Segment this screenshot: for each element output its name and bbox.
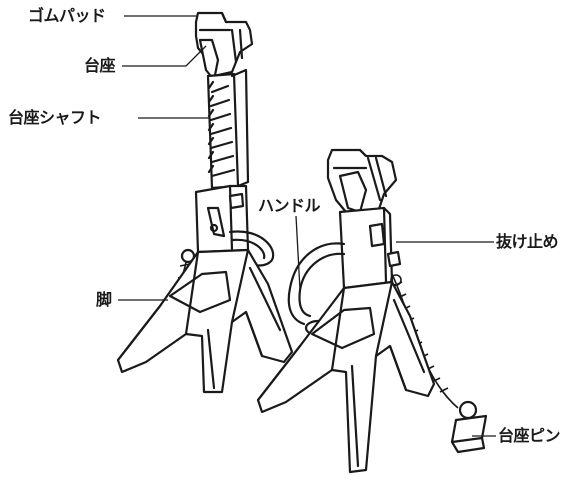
- label-leg: 脚: [96, 290, 112, 309]
- left-leg: [116, 248, 294, 394]
- leader-lines: [118, 15, 496, 437]
- label-saddle: 台座: [84, 56, 116, 75]
- right-saddle: [338, 170, 368, 214]
- right-lock-release: [386, 250, 402, 268]
- label-handle: ハンドル: [258, 196, 321, 215]
- label-rubber-pad: ゴムパッド: [28, 6, 106, 25]
- right-saddle-pin: [450, 400, 488, 454]
- label-saddle-pin: 台座ピン: [498, 426, 561, 445]
- right-jack-stand: [256, 148, 488, 474]
- left-jack-stand: [116, 11, 294, 394]
- label-saddle-shaft: 台座シャフト: [8, 108, 102, 127]
- left-saddle: [198, 38, 220, 82]
- label-lock-release: 抜け止め: [496, 232, 559, 251]
- left-saddle-shaft: [206, 68, 250, 190]
- right-leg: [256, 280, 436, 474]
